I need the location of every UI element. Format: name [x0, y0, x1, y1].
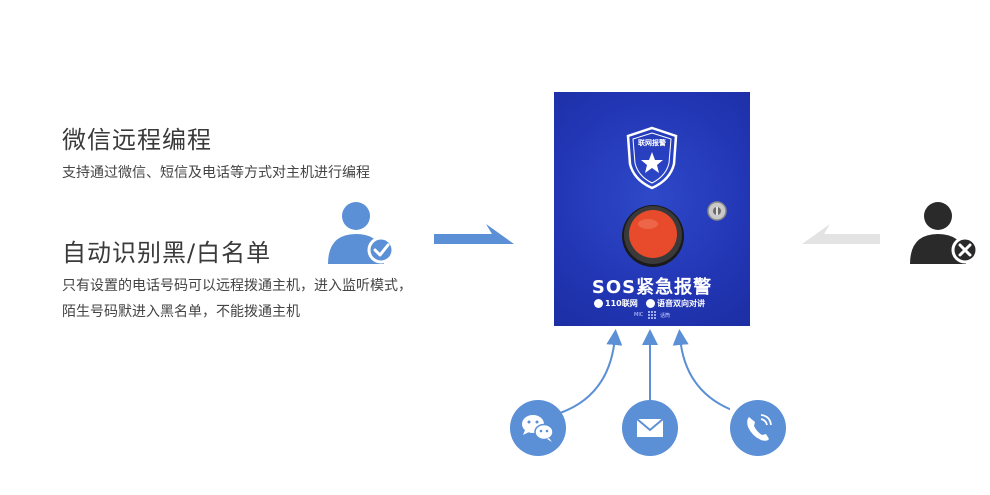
arrow-right-icon: [434, 224, 514, 244]
desc-list-line2: 陌生号码默进入黑名单，不能拨通主机: [62, 304, 300, 320]
phone-icon: [747, 414, 772, 441]
arrow-left-icon: [802, 224, 880, 244]
mic-label: MIC: [634, 312, 644, 318]
mail-circle[interactable]: [622, 400, 678, 456]
allowed-user-icon: [328, 202, 395, 264]
desc-list-line1: 只有设置的电话号码可以远程拨通主机，进入监听模式，: [62, 278, 412, 294]
desc-wechat-programming: 支持通过微信、短信及电话等方式对主机进行编程: [62, 165, 370, 181]
feature-110: 110联网: [605, 299, 638, 308]
wechat-icon: [522, 415, 554, 442]
key-lock-icon: [707, 201, 727, 221]
blocked-user-icon: [910, 202, 979, 264]
sos-title: SOS紧急报警: [591, 277, 713, 298]
mail-icon: [636, 418, 664, 437]
sos-red-button[interactable]: [620, 202, 686, 268]
heading-wechat-programming: 微信远程编程: [62, 126, 212, 154]
badge-text: 联网报警: [638, 139, 666, 147]
speaker-label: 话筒: [660, 313, 671, 319]
phone-small-icon: [594, 299, 603, 308]
mic-grille-icon: [648, 311, 656, 319]
wechat-circle[interactable]: [510, 400, 566, 456]
connection-arrows: [559, 329, 730, 414]
heading-black-white-list: 自动识别黑/白名单: [62, 239, 272, 267]
police-badge-icon: [626, 126, 678, 190]
speaker-small-icon: [646, 299, 655, 308]
feature-intercom: 语音双向对讲: [657, 299, 705, 308]
phone-circle[interactable]: [730, 400, 786, 456]
sos-device-panel: 联网报警 SOS紧急报警 110联网 语音双向对讲 MIC 话筒: [554, 92, 750, 326]
